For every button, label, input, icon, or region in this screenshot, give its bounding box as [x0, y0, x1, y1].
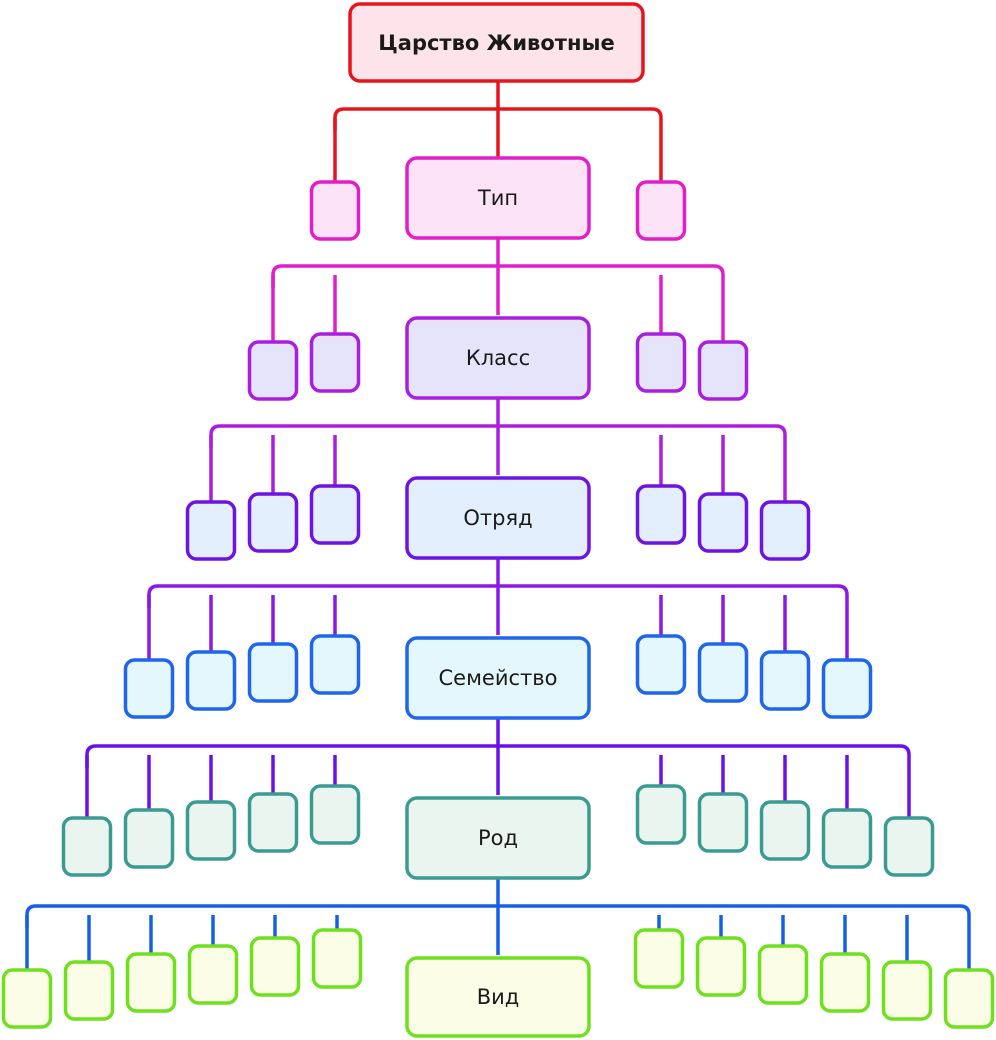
sub-taxa-group — [1, 180, 995, 1029]
sub-taxon-box-species — [757, 944, 809, 1005]
rank-family: Семейство — [405, 636, 591, 720]
connector-class — [271, 238, 725, 315]
sub-taxon-box-genus — [309, 784, 361, 845]
rank-order: Отряд — [405, 476, 591, 560]
sub-taxon-box-species — [63, 960, 115, 1021]
rank-species: Вид — [405, 956, 591, 1038]
sub-taxon-box-order — [309, 484, 361, 545]
sub-taxon-box-family — [185, 650, 237, 711]
sub-taxon-box-family — [697, 642, 749, 703]
sub-taxon-box-class — [247, 340, 299, 401]
rank-box-genus — [405, 796, 591, 880]
sub-taxon-box-class — [635, 332, 687, 393]
connector-order — [209, 398, 787, 475]
rank-label-species: Вид — [477, 985, 520, 1009]
sub-taxon-box-family — [821, 658, 873, 719]
sub-taxon-box-order — [635, 484, 687, 545]
sub-taxon-box-phylum — [309, 180, 361, 241]
sub-taxon-box-species — [695, 936, 747, 997]
sub-taxon-box-order — [185, 500, 237, 561]
sub-taxon-box-family — [309, 634, 361, 695]
connector-lines — [25, 81, 971, 970]
rank-label-genus: Род — [478, 826, 518, 850]
sub-taxon-box-genus — [185, 800, 237, 861]
rank-box-order — [405, 476, 591, 560]
sub-taxon-box-genus — [883, 816, 935, 877]
sub-taxon-box-genus — [61, 816, 113, 877]
rank-box-kingdom — [348, 2, 645, 83]
sub-taxon-box-species — [125, 952, 177, 1013]
rank-phylum: Тип — [405, 156, 591, 240]
sub-taxon-box-species — [819, 952, 871, 1013]
rank-box-species — [405, 956, 591, 1038]
rank-label-order: Отряд — [463, 506, 532, 530]
rank-label-phylum: Тип — [477, 186, 518, 210]
sub-taxon-box-family — [247, 642, 299, 703]
connector-genus — [85, 718, 911, 795]
sub-taxon-box-genus — [697, 792, 749, 853]
sub-taxon-box-species — [187, 944, 239, 1005]
sub-taxon-box-order — [697, 492, 749, 553]
sub-taxon-box-family — [123, 658, 175, 719]
sub-taxon-box-species — [249, 936, 301, 997]
rank-label-class: Класс — [466, 346, 530, 370]
rank-class: Класс — [405, 316, 591, 400]
sub-taxon-box-genus — [247, 792, 299, 853]
sub-taxon-box-genus — [635, 784, 687, 845]
rank-kingdom: Царство Животные — [348, 2, 645, 83]
sub-taxon-box-order — [247, 492, 299, 553]
rank-label-family: Семейство — [439, 666, 558, 690]
sub-taxon-box-species — [311, 928, 363, 989]
sub-taxon-box-family — [635, 634, 687, 695]
rank-genus: Род — [405, 796, 591, 880]
sub-taxon-box-class — [697, 340, 749, 401]
rank-box-phylum — [405, 156, 591, 240]
rank-label-kingdom: Царство Животные — [378, 31, 614, 55]
sub-taxon-box-order — [759, 500, 811, 561]
sub-taxon-box-family — [759, 650, 811, 711]
connector-species — [25, 878, 971, 955]
sub-taxon-box-species — [881, 960, 933, 1021]
connector-phylum — [333, 81, 663, 158]
sub-taxon-box-species — [1, 968, 53, 1029]
sub-taxon-box-phylum — [635, 180, 687, 241]
sub-taxon-box-species — [943, 968, 995, 1029]
rank-box-class — [405, 316, 591, 400]
connector-family — [147, 558, 849, 635]
rank-box-family — [405, 636, 591, 720]
sub-taxon-box-genus — [821, 808, 873, 869]
sub-taxon-box-class — [309, 332, 361, 393]
sub-taxon-box-genus — [759, 800, 811, 861]
sub-taxon-box-genus — [123, 808, 175, 869]
sub-taxon-box-species — [633, 928, 685, 989]
